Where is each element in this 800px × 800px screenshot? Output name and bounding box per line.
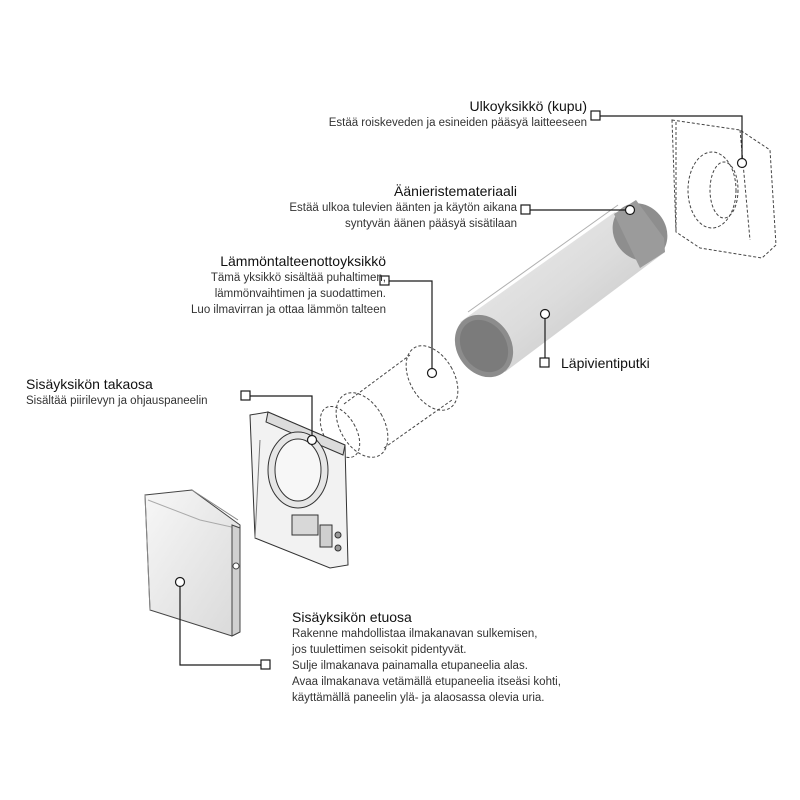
callout-heat-recovery-unit-line: lämmönvaihtimen ja suodattimen.	[150, 286, 386, 302]
callout-indoor-rear-title: Sisäyksikön takaosa	[26, 375, 208, 393]
callout-sound-insulation-title: Äänieristemateriaali	[236, 182, 517, 200]
callout-sound-insulation-line: syntyvän äänen pääsyä sisätilaan	[236, 216, 517, 232]
callout-outdoor-unit-line: Estää roiskeveden ja esineiden pääsyä la…	[270, 115, 587, 131]
callout-indoor-front-line: jos tuulettimen seisokit pidentyvät.	[292, 642, 561, 658]
callout-indoor-rear-line: Sisältää piirilevyn ja ohjauspaneelin	[26, 393, 208, 409]
callout-heat-recovery-unit-line: Luo ilmavirran ja ottaa lämmön talteen	[150, 302, 386, 318]
marker-rear-dot	[308, 436, 317, 445]
callout-indoor-front-line: Avaa ilmakanava vetämällä etupaneelia it…	[292, 674, 561, 690]
marker-front-square	[261, 660, 270, 669]
marker-pipe-dot	[541, 310, 550, 319]
callout-indoor-front-line: Rakenne mahdollistaa ilmakanavan sulkemi…	[292, 626, 561, 642]
callout-sound-insulation-line: Estää ulkoa tulevien äänten ja käytön ai…	[236, 200, 517, 216]
callout-heat-recovery-unit: Lämmöntalteenottoyksikkö Tämä yksikkö si…	[150, 252, 386, 318]
callout-wall-pipe: Läpivientiputki	[561, 354, 650, 372]
marker-insulation-dot	[626, 206, 635, 215]
callout-indoor-front: Sisäyksikön etuosa Rakenne mahdollistaa …	[292, 608, 561, 706]
marker-outdoor-dot	[738, 159, 747, 168]
marker-heat-dot	[428, 369, 437, 378]
outdoor-hood-drawing	[672, 120, 776, 258]
callout-indoor-front-line: käyttämällä paneelin ylä- ja alaosassa o…	[292, 690, 561, 706]
callout-indoor-front-line: Sulje ilmakanava painamalla etupaneelia …	[292, 658, 561, 674]
marker-pipe-square	[540, 358, 549, 367]
callout-sound-insulation: Äänieristemateriaali Estää ulkoa tulevie…	[236, 182, 517, 232]
callout-outdoor-unit-title: Ulkoyksikkö (kupu)	[270, 97, 587, 115]
indoor-rear-drawing	[250, 412, 348, 568]
callout-indoor-rear: Sisäyksikön takaosa Sisältää piirilevyn …	[26, 375, 208, 409]
marker-insulation-square	[521, 205, 530, 214]
marker-front-dot	[176, 578, 185, 587]
callout-heat-recovery-unit-line: Tämä yksikkö sisältää puhaltimen,	[150, 270, 386, 286]
callout-indoor-front-title: Sisäyksikön etuosa	[292, 608, 561, 626]
marker-outdoor-square	[591, 111, 600, 120]
callout-heat-recovery-unit-title: Lämmöntalteenottoyksikkö	[150, 252, 386, 270]
indoor-front-drawing	[145, 490, 240, 636]
callout-wall-pipe-title: Läpivientiputki	[561, 354, 650, 372]
callout-outdoor-unit: Ulkoyksikkö (kupu) Estää roiskeveden ja …	[270, 97, 587, 131]
marker-rear-square	[241, 391, 250, 400]
